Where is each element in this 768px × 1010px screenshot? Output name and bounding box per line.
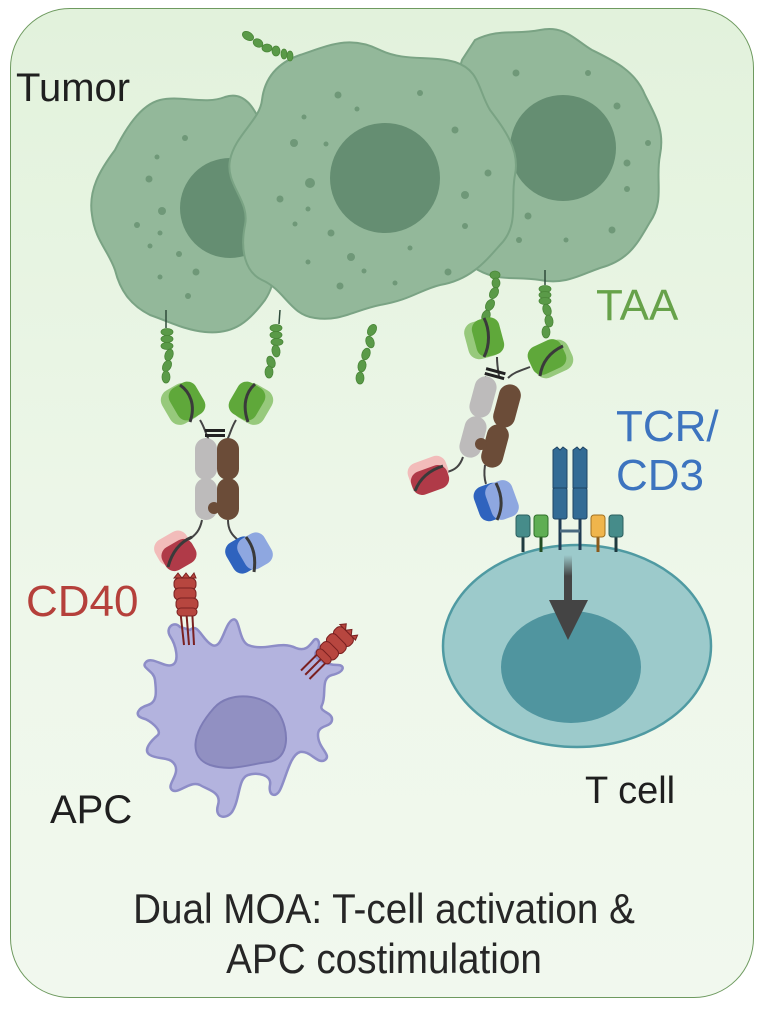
apc-label: APC: [50, 788, 133, 832]
taa-antigen-3: [355, 324, 377, 385]
taa-antigen-5: [538, 270, 554, 339]
taa-antigen-4: [481, 270, 501, 323]
bispecific-antibody-cd3: [407, 317, 574, 522]
apc-cell: [136, 618, 344, 818]
taa-label: TAA: [596, 281, 679, 330]
cd40-binding-domain-right: [407, 455, 450, 495]
bispecific-antibody-cd40: [154, 381, 274, 574]
t-cell: [441, 446, 713, 749]
taa-antigen-free: [242, 31, 294, 62]
cd40-binding-domain: [154, 530, 197, 572]
figure-caption: Dual MOA: T-cell activation & APC costim…: [31, 884, 738, 983]
cd40-label: CD40: [26, 577, 139, 626]
caption-line-2: APC costimulation: [226, 934, 542, 982]
tcr-cd3-label: TCR/ CD3: [616, 402, 719, 501]
taa-binding-domain-upper: [464, 317, 505, 360]
tcr-complex: [552, 446, 588, 550]
tumor-cells: [90, 28, 663, 334]
cd3-coreceptors: [515, 514, 624, 552]
taa-antigen-1: [160, 310, 174, 384]
tumor-label: Tumor: [16, 66, 131, 110]
caption-line-1: Dual MOA: T-cell activation &: [133, 885, 635, 932]
taa-antigen-2: [264, 309, 284, 379]
cd3-binding-domain-right: [473, 480, 519, 522]
cd40-receptors: [172, 572, 359, 680]
cd40-receptor-right: [300, 623, 359, 680]
taa-binding-domain-left: [160, 381, 206, 425]
t-cell-label: T cell: [585, 770, 676, 812]
taa-binding-domain-right: [228, 381, 274, 425]
signal-arrow-icon: [549, 555, 588, 640]
tumor-cell-center: [228, 41, 517, 320]
cd3-binding-domain-left: [225, 532, 273, 574]
taa-binding-domain-lower: [527, 339, 574, 379]
cd40-receptor-top: [172, 572, 199, 646]
